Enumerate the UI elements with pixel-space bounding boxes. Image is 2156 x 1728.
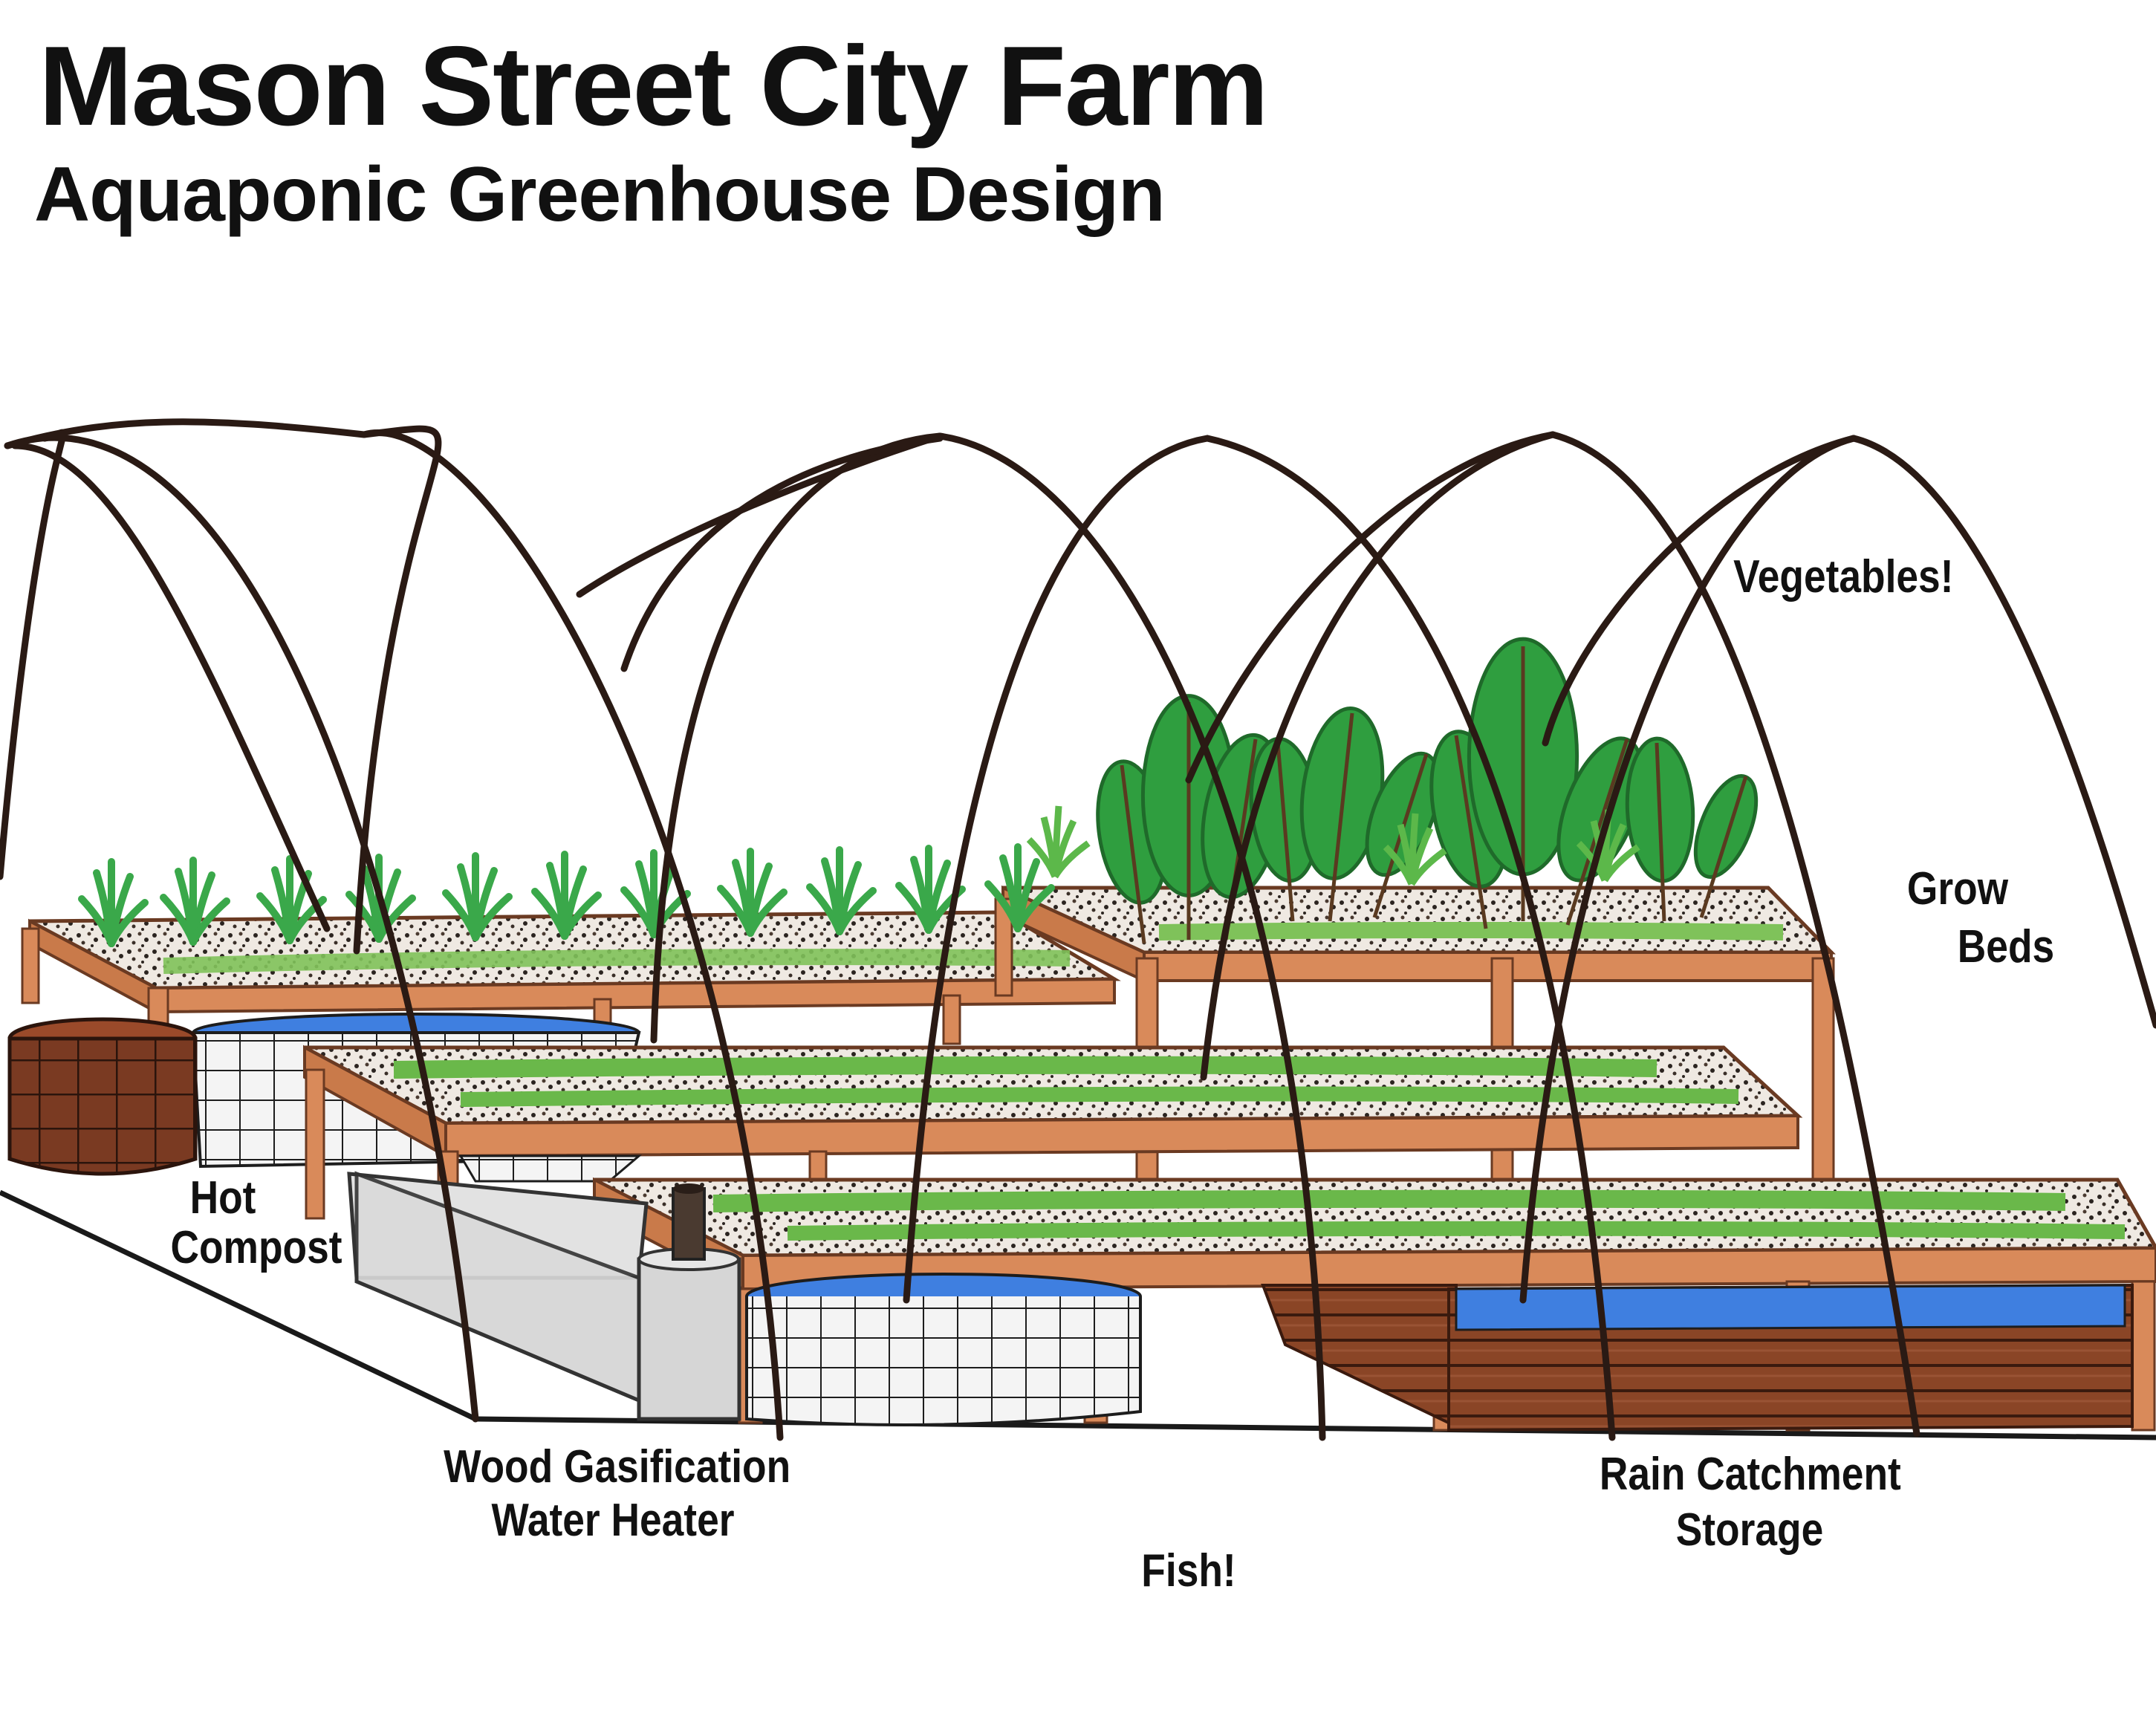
seedling bbox=[160, 857, 230, 946]
leaf bbox=[1693, 774, 1759, 918]
page-subtitle: Aquaponic Greenhouse Design bbox=[34, 152, 1166, 238]
label-hot-compost-line2: Compost bbox=[170, 1222, 342, 1273]
leaf bbox=[1625, 736, 1695, 922]
seedling bbox=[1383, 813, 1447, 886]
fish-tank-middle bbox=[458, 1154, 643, 1183]
seedlings-back-bed bbox=[78, 843, 1055, 947]
label-grow-beds-line1: Grow bbox=[1906, 863, 2009, 915]
label-grow-beds-line2: Beds bbox=[1957, 921, 2055, 972]
page-title: Mason Street City Farm bbox=[39, 23, 1269, 149]
label-rain-catchment-line1: Rain Catchment bbox=[1599, 1449, 1901, 1500]
seedling bbox=[1026, 805, 1091, 879]
label-fish: Fish! bbox=[1141, 1545, 1236, 1597]
seedling bbox=[984, 843, 1055, 932]
rain-catchment-storage bbox=[1261, 1283, 2134, 1432]
seedling bbox=[531, 851, 602, 940]
seedling bbox=[806, 846, 877, 935]
middle-grow-bed bbox=[303, 1045, 1803, 1220]
label-hot-compost-line1: Hot bbox=[189, 1172, 256, 1224]
seedling bbox=[78, 858, 149, 947]
label-rain-catchment-line2: Storage bbox=[1675, 1504, 1824, 1556]
seedling bbox=[895, 845, 966, 934]
hot-compost-bin bbox=[7, 1017, 198, 1176]
seedling bbox=[442, 852, 513, 941]
wood-gasification-heater bbox=[347, 1171, 741, 1421]
fish-tank-front bbox=[745, 1273, 1142, 1426]
label-vegetables: Vegetables! bbox=[1733, 551, 1954, 602]
label-wood-gasification-line2: Water Heater bbox=[491, 1495, 735, 1546]
seedling bbox=[717, 848, 788, 937]
leaf bbox=[1299, 707, 1385, 922]
ground-line-left bbox=[0, 1189, 477, 1422]
greenhouse-hoop-frame bbox=[0, 418, 2156, 1441]
label-wood-gasification-line1: Wood Gasification bbox=[444, 1441, 791, 1492]
upper-right-grow-bed bbox=[994, 885, 1836, 1198]
